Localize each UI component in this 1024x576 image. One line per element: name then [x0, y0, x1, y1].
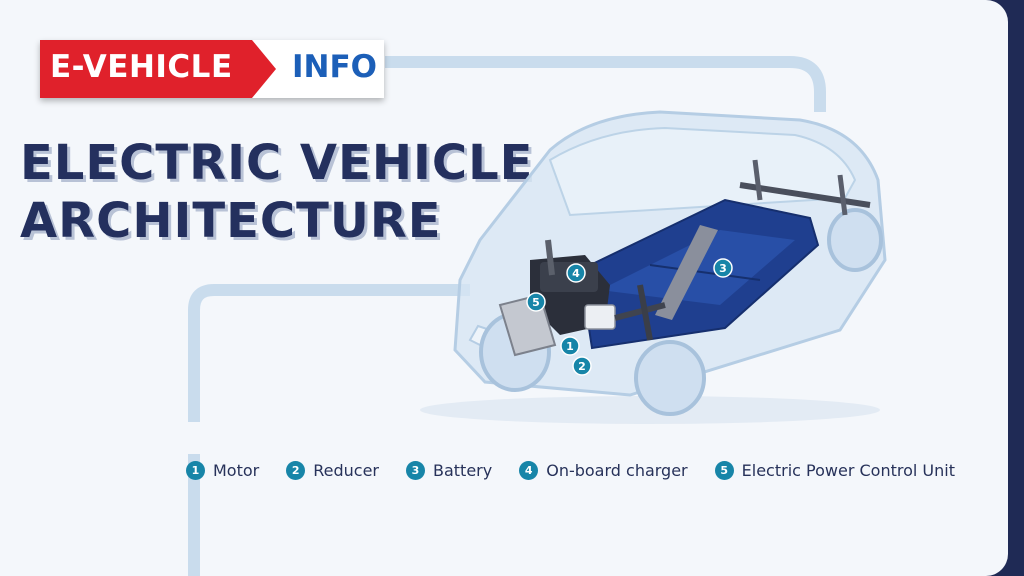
marker-reducer: 2 [572, 356, 592, 376]
rear-axle [739, 182, 871, 208]
brand-logo[interactable]: E-VEHICLE INFO [40, 40, 384, 98]
ev-cutaway-illustration: 3 4 5 1 2 [420, 110, 887, 424]
marker-motor-num: 1 [566, 340, 574, 353]
title-line-1: ELECTRIC VEHICLE [20, 135, 534, 191]
battery-seam [649, 264, 761, 281]
legend-number-badge: 3 [406, 461, 425, 480]
page-title: ELECTRIC VEHICLE ARCHITECTURE [20, 134, 533, 250]
right-edge-bar [1008, 0, 1024, 576]
track-top [385, 56, 826, 112]
legend-item-battery: 3 Battery [406, 461, 492, 480]
marker-battery: 3 [713, 258, 733, 278]
legend-label: Motor [213, 461, 260, 480]
legend-number-badge: 1 [186, 461, 205, 480]
brand-name-part1: E-VEHICLE [50, 49, 233, 85]
title-line-2: ARCHITECTURE [20, 193, 442, 249]
wheel-front-right [634, 340, 706, 416]
brand-name-part2: INFO [292, 49, 378, 85]
front-left-strut [545, 239, 555, 276]
legend-number-badge: 4 [519, 461, 539, 480]
marker-battery-num: 3 [719, 262, 727, 275]
center-tunnel [655, 225, 718, 320]
marker-onboard-charger: 4 [566, 263, 586, 283]
rear-springs [752, 159, 848, 216]
car-shadow [420, 396, 880, 424]
component-legend: 1 Motor 2 Reducer 3 Battery 4 On-board c… [186, 461, 955, 480]
legend-label: On-board charger [546, 461, 688, 480]
legend-label: Reducer [313, 461, 379, 480]
marker-onboard-charger-num: 4 [572, 267, 580, 280]
legend-label: Electric Power Control Unit [741, 461, 955, 480]
legend-item-onboard-charger: 4 On-board charger [519, 461, 688, 480]
legend-label: Battery [433, 461, 493, 480]
front-strut [637, 284, 653, 341]
motor-housing [584, 304, 616, 330]
legend-item-motor: 1 Motor [186, 461, 259, 480]
legend-number-badge: 5 [714, 461, 734, 480]
marker-motor: 1 [560, 336, 580, 356]
legend-number-badge: 2 [286, 461, 306, 480]
wheel-rear-right [827, 208, 883, 272]
legend-item-reducer: 2 Reducer [286, 461, 379, 480]
brand-logo-red-arrow [40, 40, 276, 98]
marker-power-control-unit: 5 [526, 292, 546, 312]
track-gap [188, 422, 200, 454]
marker-reducer-num: 2 [578, 360, 586, 373]
front-driveshaft [614, 302, 666, 321]
track-left [188, 284, 470, 576]
legend-item-power-control-unit: 5 Electric Power Control Unit [714, 461, 955, 480]
marker-power-control-unit-num: 5 [532, 296, 540, 309]
